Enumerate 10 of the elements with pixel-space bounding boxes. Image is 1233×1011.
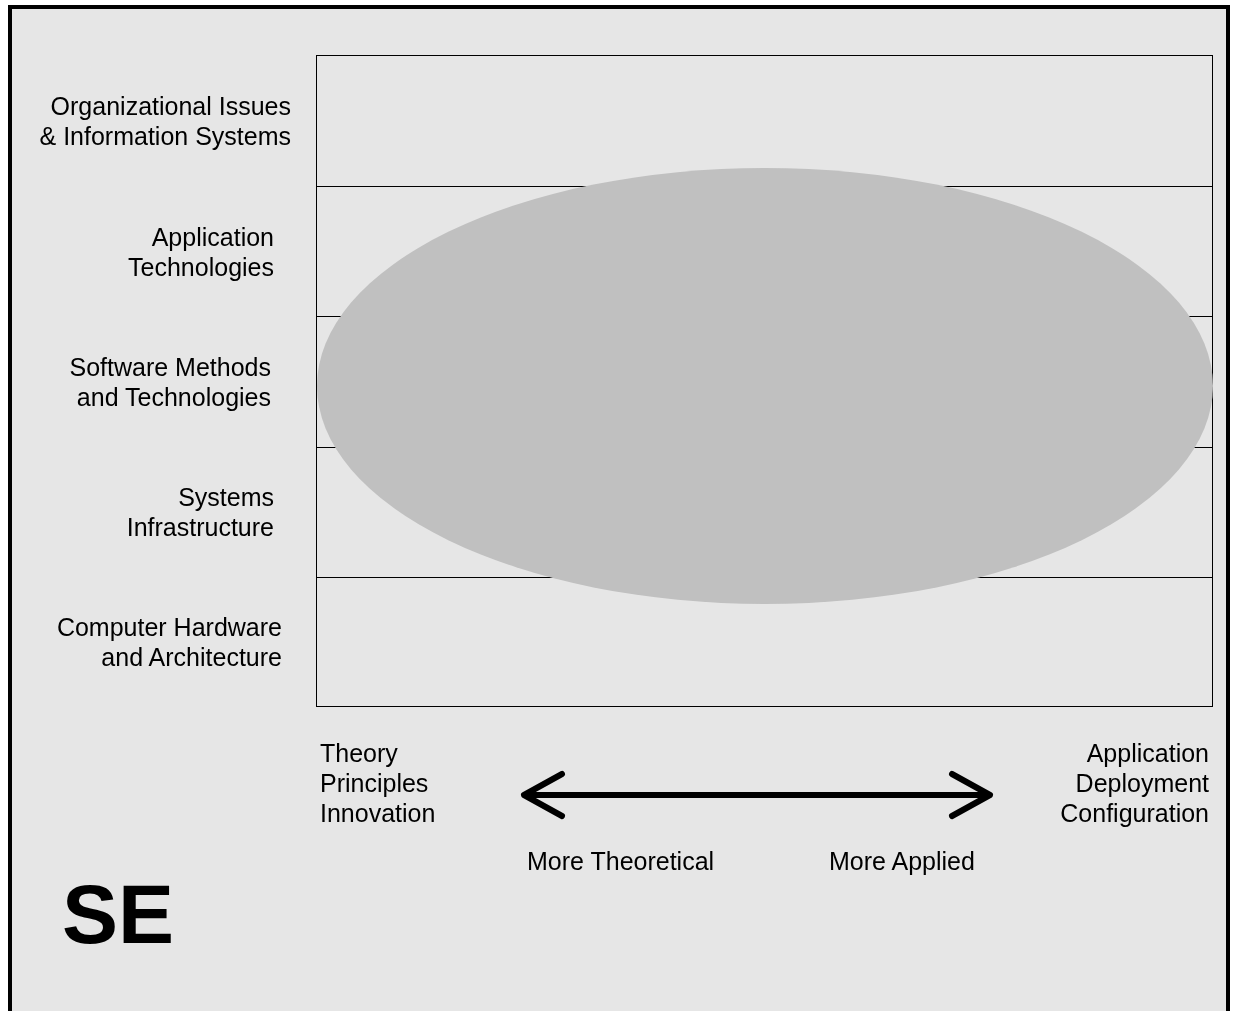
direction-label: More Applied: [829, 846, 975, 876]
layer-label: Application Technologies: [127, 221, 274, 282]
layer-label: Systems Infrastructure: [125, 482, 274, 543]
layer-label: Software Methods and Technologies: [68, 352, 271, 412]
direction-label: More Theoretical: [527, 846, 715, 876]
axis-end-label: Theory Principles Innovation: [320, 738, 437, 828]
layer-label: Organizational Issues & Information Systems: [39, 91, 291, 152]
diagram-label: SE: [62, 872, 175, 956]
layer-label: Computer Hardware and Architecture: [55, 612, 282, 673]
axis-end-label: Application Deployment Configuration: [1059, 738, 1209, 828]
